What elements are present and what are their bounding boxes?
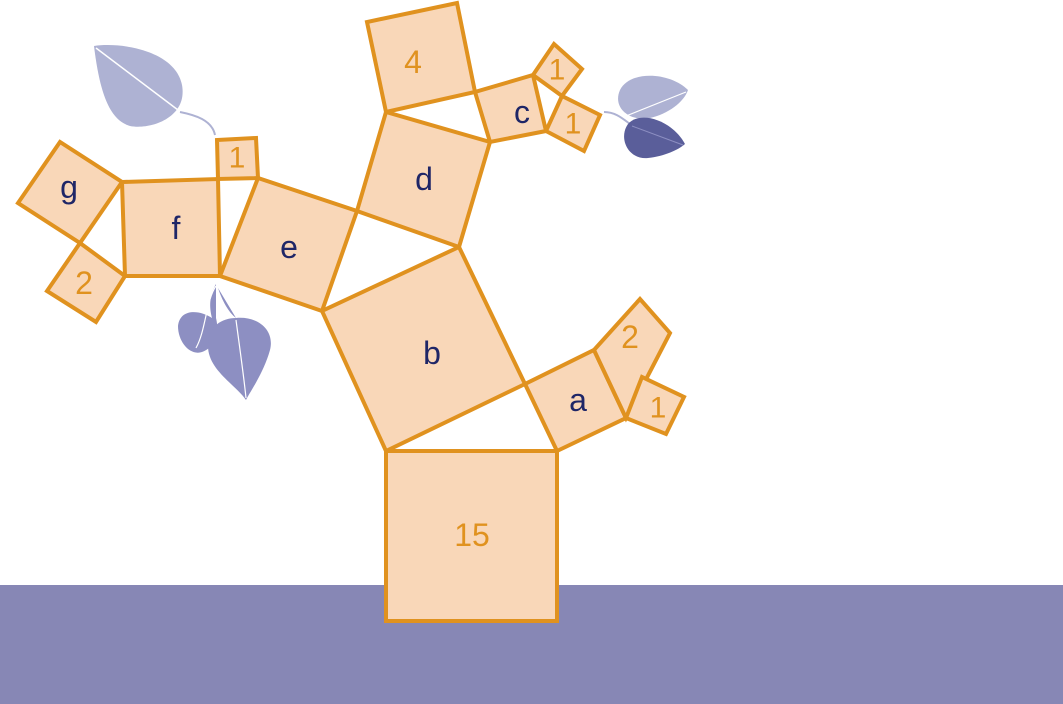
square-g bbox=[15, 139, 125, 246]
label-a-lower: 1 bbox=[650, 392, 667, 425]
label-e: e bbox=[280, 229, 298, 265]
leaf-top-left-icon bbox=[94, 45, 216, 136]
label-d: d bbox=[415, 161, 433, 197]
label-b: b bbox=[423, 335, 441, 371]
label-f-small: 1 bbox=[229, 142, 246, 175]
label-trunk: 15 bbox=[454, 517, 490, 553]
label-a-upper: 2 bbox=[621, 319, 639, 355]
square-c bbox=[472, 72, 549, 145]
square-f-small bbox=[214, 135, 261, 182]
label-two-left: 2 bbox=[75, 265, 93, 301]
label-c-upper: 1 bbox=[549, 54, 566, 87]
label-f: f bbox=[172, 210, 181, 246]
label-a: a bbox=[569, 382, 587, 418]
label-c: c bbox=[514, 94, 530, 130]
leaf-bottom-right-icon bbox=[208, 288, 271, 400]
square-trunk bbox=[384, 449, 559, 623]
square-a-lower bbox=[623, 374, 687, 437]
square-two-left bbox=[44, 240, 128, 325]
leaf-bottom-left-icon bbox=[178, 284, 218, 353]
leaf-right-dark-icon bbox=[624, 117, 685, 159]
square-c-upper bbox=[530, 40, 585, 99]
square-four bbox=[364, 0, 478, 115]
label-c-lower: 1 bbox=[565, 108, 582, 141]
square-a-upper bbox=[591, 295, 673, 423]
leaf-right-light-icon bbox=[603, 75, 688, 125]
label-four: 4 bbox=[404, 44, 422, 80]
square-c-lower bbox=[543, 93, 603, 154]
label-g: g bbox=[60, 169, 78, 205]
